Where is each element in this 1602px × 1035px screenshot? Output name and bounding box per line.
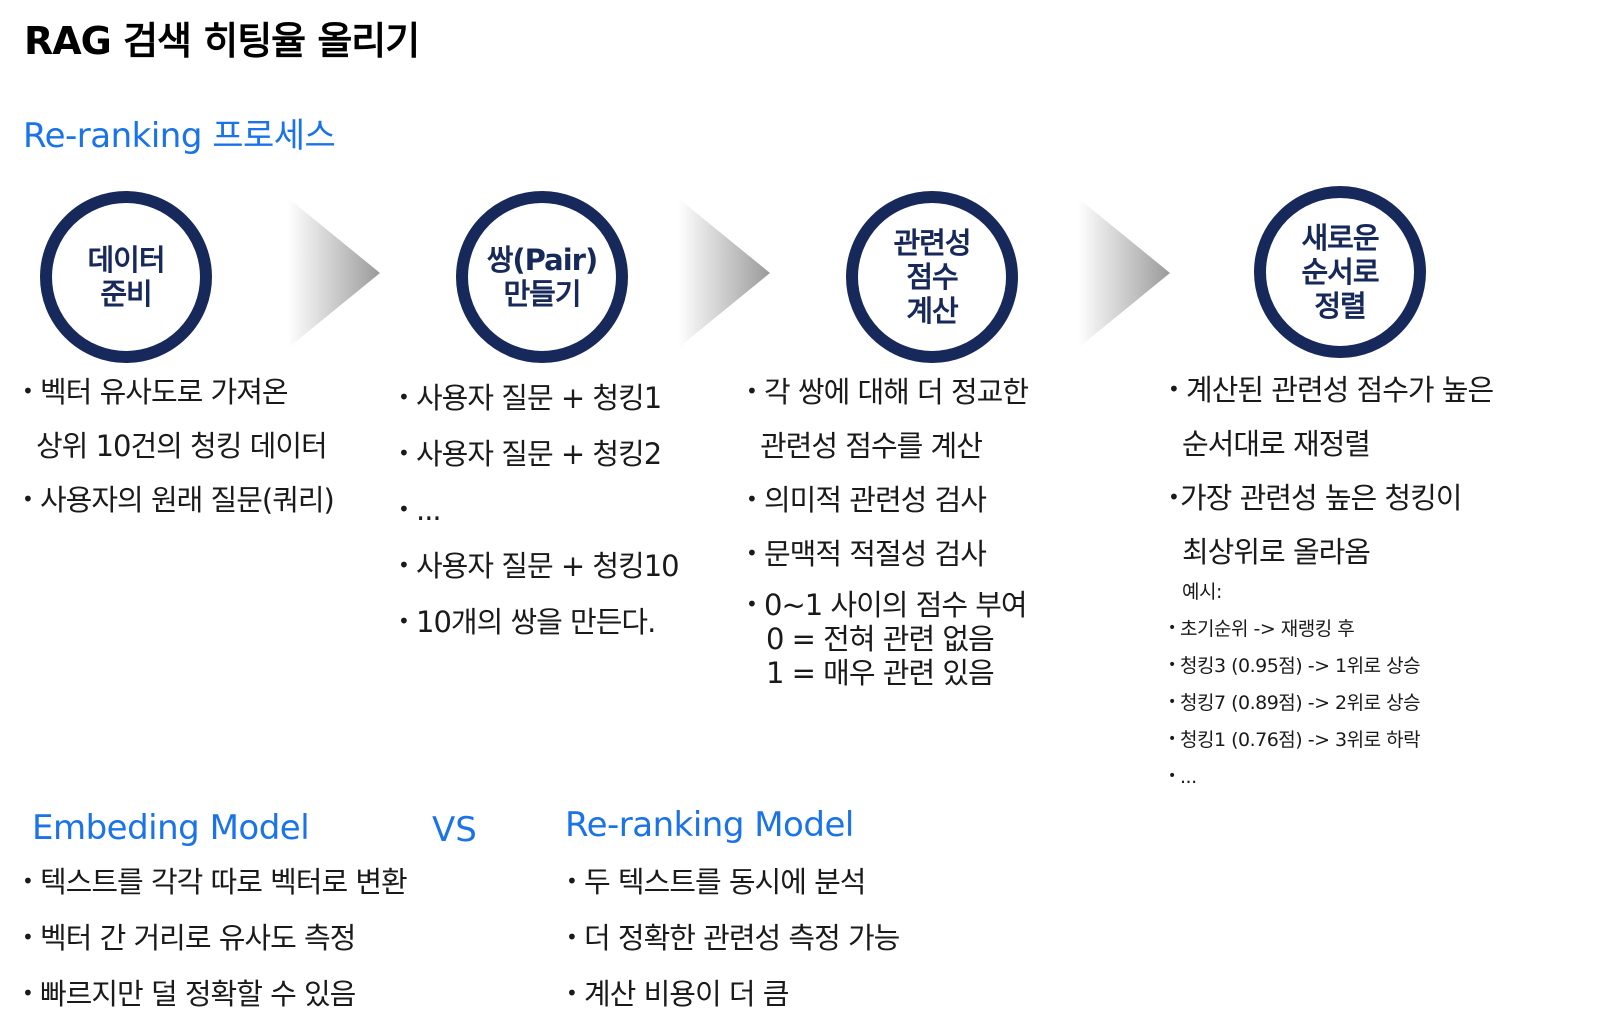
bullet-icon: • <box>566 981 578 1005</box>
step-circle-line: 새로운 <box>1301 221 1379 255</box>
list-item: •청킹3 (0.95점) -> 1위로 상승 <box>1168 648 1493 685</box>
step-circle-line: 정렬 <box>1314 289 1366 323</box>
bullet-icon: • <box>22 925 34 949</box>
list-item: •... <box>398 490 679 546</box>
bullet-icon: • <box>22 869 34 893</box>
step-circle-sort: 새로운 순서로 정렬 <box>1254 186 1426 358</box>
list-item: •각 쌍에 대해 더 정교한 <box>746 372 1029 426</box>
step-circle-line: 쌍(Pair) <box>486 243 598 277</box>
bullet-icon: • <box>1168 377 1180 401</box>
chevron-right-icon <box>288 198 380 348</box>
list-item: •사용자 질문 + 청킹2 <box>398 434 679 490</box>
list-item: 순서대로 재정렬 <box>1182 427 1371 461</box>
bullet-icon: • <box>566 869 578 893</box>
step-circle-line: 준비 <box>100 277 152 311</box>
bullet-icon: • <box>22 487 34 511</box>
chevron-right-icon <box>1078 198 1170 348</box>
bullet-icon: • <box>398 441 410 465</box>
list-item: •사용자 질문 + 청킹10 <box>398 546 680 602</box>
bullet-icon: • <box>22 981 34 1005</box>
reranking-model-list: •두 텍스트를 동시에 분석 •더 정확한 관련성 측정 가능 •계산 비용이 … <box>566 862 900 1030</box>
step-circle-data-prep: 데이터 준비 <box>40 191 212 363</box>
list-item: •더 정확한 관련성 측정 가능 <box>566 918 900 974</box>
list-item: •청킹7 (0.89점) -> 2위로 상승 <box>1168 685 1493 722</box>
vs-label: VS <box>432 810 477 850</box>
list-item: 관련성 점수를 계산 <box>760 429 983 463</box>
list-item: •문맥적 적절성 검사 <box>746 534 1028 588</box>
list-item: •사용자 질문 + 청킹1 <box>398 378 679 434</box>
bullet-icon: • <box>1168 485 1180 509</box>
list-item: 최상위로 올라옴 <box>1182 535 1371 569</box>
step-circle-line: 만들기 <box>503 277 581 311</box>
embedding-model-title: Embeding Model <box>32 808 310 848</box>
list-item: •청킹1 (0.76점) -> 3위로 하락 <box>1168 722 1493 759</box>
list-item: •벡터 유사도로 가져온 <box>22 372 334 426</box>
step-circle-score: 관련성 점수 계산 <box>846 191 1018 363</box>
list-item: •초기순위 -> 재랭킹 후 <box>1168 611 1493 648</box>
step-1-details: •벡터 유사도로 가져온 상위 10건의 청킹 데이터 •사용자의 원래 질문(… <box>22 372 335 534</box>
bullet-icon: • <box>746 487 758 511</box>
list-item: •0~1 사이의 점수 부여 <box>746 588 1028 622</box>
bullet-icon: • <box>1168 620 1176 636</box>
reranking-model-title: Re-ranking Model <box>565 805 854 845</box>
list-item: •사용자의 원래 질문(쿼리) <box>22 480 335 534</box>
bullet-icon: • <box>398 385 410 409</box>
step-circle-line: 데이터 <box>87 243 165 277</box>
page-title: RAG 검색 히팅율 올리기 <box>24 19 420 63</box>
embedding-model-list: •텍스트를 각각 따로 벡터로 변환 •벡터 간 거리로 유사도 측정 •빠르지… <box>22 862 408 1030</box>
step-4-details: •계산된 관련성 점수가 높은 순서대로 재정렬 •가장 관련성 높은 청킹이 … <box>1168 370 1494 796</box>
step-circle-line: 순서로 <box>1301 255 1379 289</box>
list-item: 0 = 전혀 관련 없음 <box>766 622 995 656</box>
section-title: Re-ranking 프로세스 <box>23 116 336 156</box>
list-item: •빠르지만 덜 정확할 수 있음 <box>22 974 407 1030</box>
bullet-icon: • <box>398 609 410 633</box>
list-item: •두 텍스트를 동시에 분석 <box>566 862 899 918</box>
bullet-icon: • <box>566 925 578 949</box>
step-circle-line: 관련성 <box>893 226 971 260</box>
step-circle-line: 점수 <box>906 260 958 294</box>
bullet-icon: • <box>398 553 410 577</box>
bullet-icon: • <box>746 541 758 565</box>
list-item: 상위 10건의 청킹 데이터 <box>36 429 328 463</box>
bullet-icon: • <box>1168 731 1176 747</box>
step-circle-line: 계산 <box>906 294 958 328</box>
step-circle-make-pairs: 쌍(Pair) 만들기 <box>456 191 628 363</box>
bullet-icon: • <box>1168 768 1176 784</box>
list-item: •10개의 쌍을 만든다. <box>398 602 679 658</box>
bullet-icon: • <box>22 379 34 403</box>
list-item: •의미적 관련성 검사 <box>746 480 1028 534</box>
example-label: 예시: <box>1182 581 1222 603</box>
bullet-icon: • <box>746 379 758 403</box>
list-item: •벡터 간 거리로 유사도 측정 <box>22 918 407 974</box>
bullet-icon: • <box>398 497 410 521</box>
list-item: 1 = 매우 관련 있음 <box>766 656 995 690</box>
step-2-details: •사용자 질문 + 청킹1 •사용자 질문 + 청킹2 •... •사용자 질문… <box>398 378 680 658</box>
list-item: •텍스트를 각각 따로 벡터로 변환 <box>22 862 408 918</box>
bullet-icon: • <box>1168 694 1176 710</box>
bullet-icon: • <box>746 592 758 616</box>
step-3-details: •각 쌍에 대해 더 정교한 관련성 점수를 계산 •의미적 관련성 검사 •문… <box>746 372 1029 690</box>
list-item: •가장 관련성 높은 청킹이 <box>1168 478 1493 532</box>
list-item: •계산 비용이 더 큼 <box>566 974 899 1030</box>
list-item: •계산된 관련성 점수가 높은 <box>1168 370 1494 424</box>
list-item: •... <box>1168 759 1493 796</box>
bullet-icon: • <box>1168 657 1176 673</box>
chevron-right-icon <box>678 198 770 348</box>
